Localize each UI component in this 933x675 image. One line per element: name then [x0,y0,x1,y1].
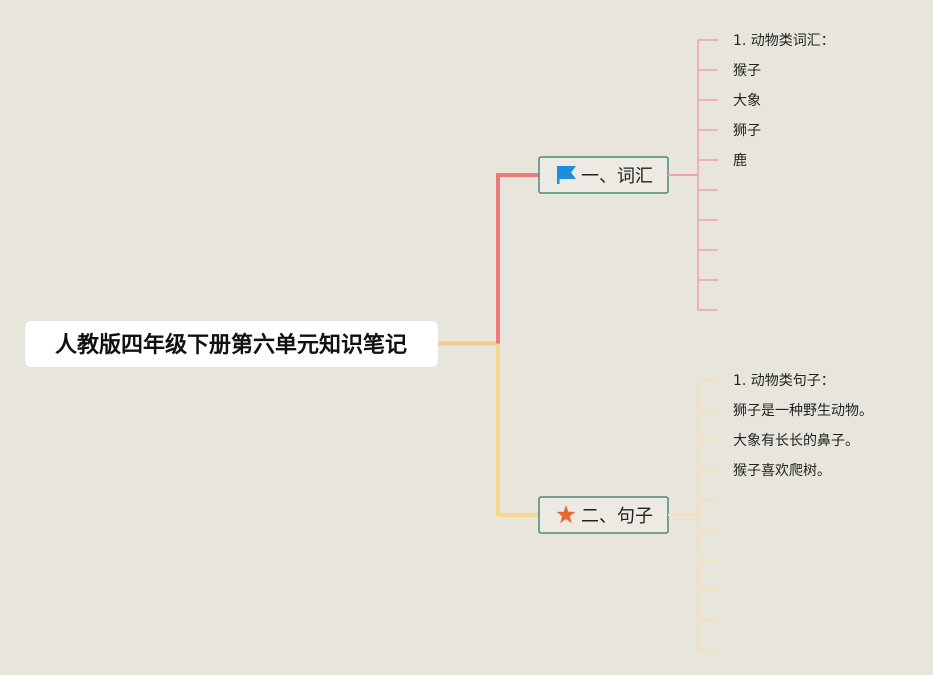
branch-node-vocabulary[interactable]: 一、词汇 [538,156,669,194]
branch-node-sentences[interactable]: 二、句子 [538,496,669,534]
leaf-item[interactable]: 鹿 [733,152,747,169]
blue-flag-icon [557,166,576,184]
leaf-item[interactable]: 猴子 [733,63,761,79]
leaf-item[interactable]: 猴子喜欢爬树。 [733,463,831,479]
branch-label-vocabulary: 一、词汇 [581,166,653,187]
leaf-item[interactable]: 1. 动物类句子： [733,373,835,389]
root-title: 人教版四年级下册第六单元知识笔记 [55,332,407,358]
leaf-group-1: 1. 动物类句子： 狮子是一种野生动物。大象有长长的鼻子。猴子喜欢爬树。 [668,373,873,651]
leaf-item[interactable]: 大象 [733,93,761,109]
leaf-item[interactable]: 大象有长长的鼻子。 [733,432,859,449]
branch-connector-vocabulary [496,173,539,344]
branch-connector-sentences [496,343,539,517]
branch-connectors [438,173,539,517]
root-node[interactable]: 人教版四年级下册第六单元知识笔记 [25,321,438,367]
leaf-item[interactable]: 1. 动物类词汇： [733,33,835,49]
orange-star-icon [556,505,576,524]
leaf-item[interactable]: 狮子是一种野生动物。 [733,403,873,419]
branch-label-sentences: 二、句子 [581,506,653,527]
leaf-item[interactable]: 狮子 [733,123,761,139]
